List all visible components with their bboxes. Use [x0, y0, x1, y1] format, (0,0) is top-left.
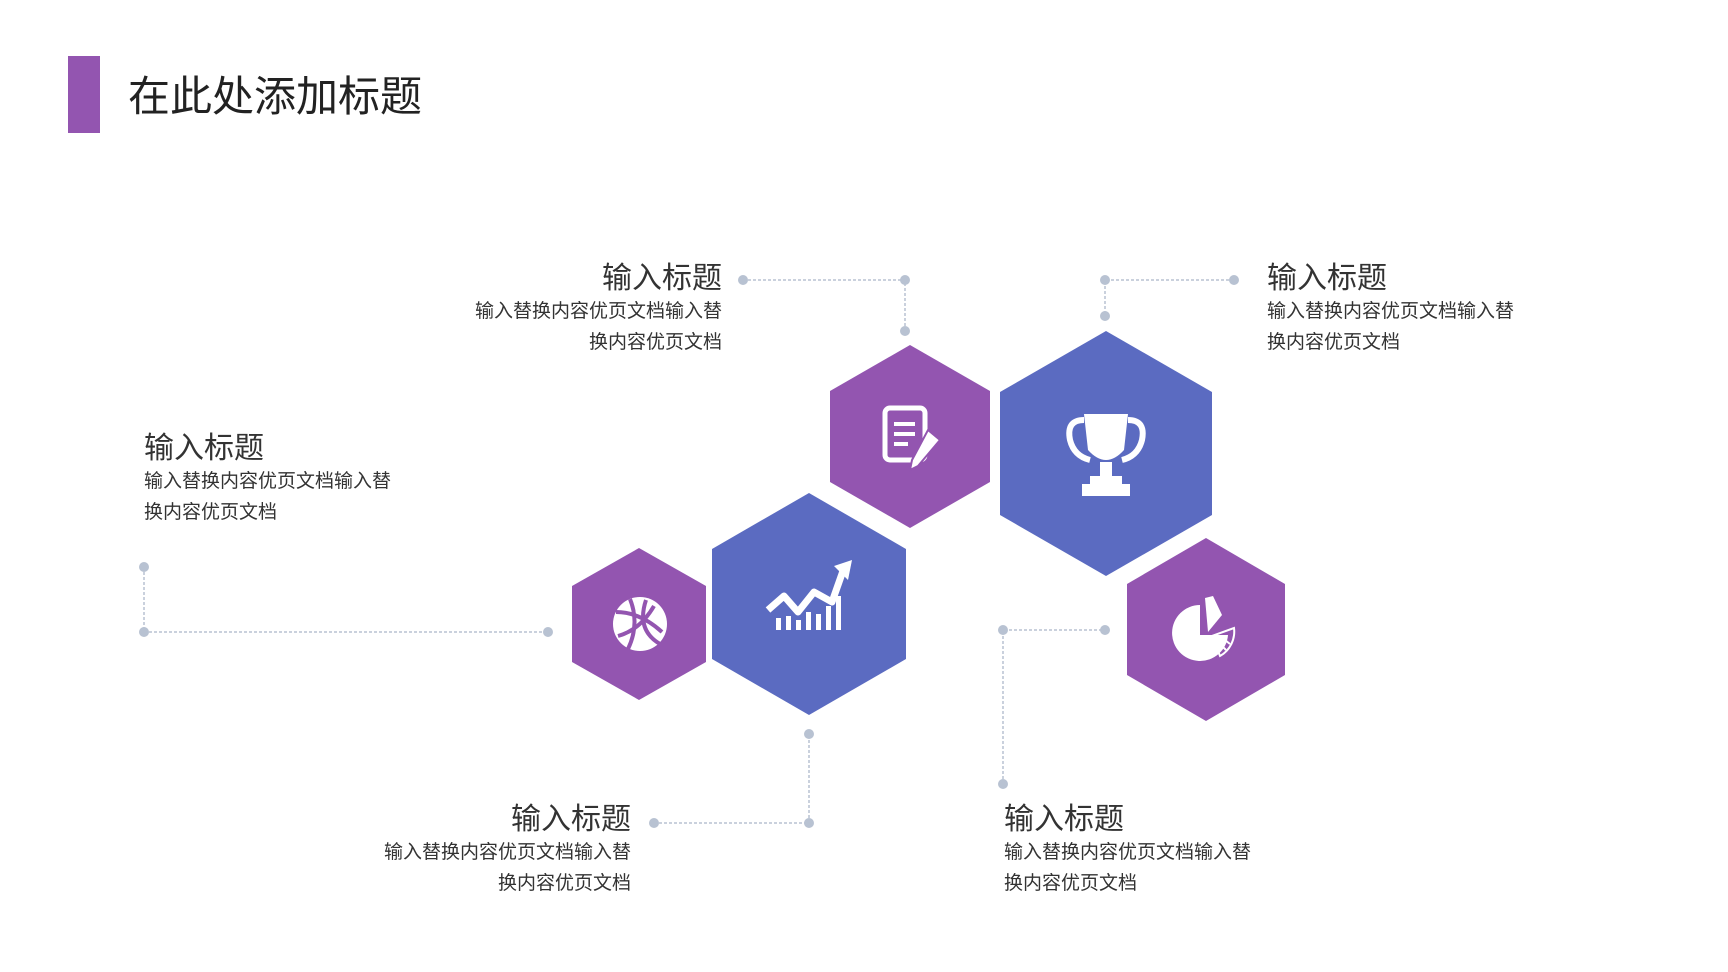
item-desc-line2: 换内容优页文档	[144, 501, 278, 523]
item-desc-line2: 换内容优页文档	[1004, 872, 1138, 894]
pie-chart-icon	[1172, 596, 1236, 661]
text-block-bottom-right: 输入标题 输入替换内容优页文档输入替 换内容优页文档	[1004, 803, 1251, 899]
item-title: 输入标题	[511, 802, 631, 837]
text-block-top-right: 输入标题 输入替换内容优页文档输入替 换内容优页文档	[1267, 262, 1514, 358]
text-block-top-left: 输入标题 输入替换内容优页文档输入替 换内容优页文档	[475, 262, 722, 358]
page-title: 在此处添加标题	[128, 72, 423, 121]
item-desc-line2: 换内容优页文档	[588, 331, 722, 353]
item-title: 输入标题	[144, 431, 264, 466]
item-desc-line1: 输入替换内容优页文档输入替	[144, 470, 392, 492]
item-title: 输入标题	[602, 261, 722, 296]
hexagon-growth	[712, 493, 906, 715]
connector-left	[143, 567, 548, 633]
connector-dots	[139, 275, 1239, 828]
text-block-left: 输入标题 输入替换内容优页文档输入替 换内容优页文档	[144, 432, 391, 528]
growth-chart-icon	[765, 560, 852, 630]
trophy-icon	[1066, 414, 1146, 496]
connector-top-left	[743, 279, 906, 331]
connector-bottom-left	[654, 734, 810, 824]
item-desc-line1: 输入替换内容优页文档输入替	[383, 841, 631, 863]
text-block-bottom-left: 输入标题 输入替换内容优页文档输入替 换内容优页文档	[384, 803, 631, 899]
item-title: 输入标题	[1004, 802, 1124, 837]
connector-bottom-right	[1002, 629, 1105, 784]
item-title: 输入标题	[1267, 261, 1387, 296]
basketball-icon	[613, 597, 667, 651]
document-pen-icon	[882, 405, 942, 472]
item-desc-line1: 输入替换内容优页文档输入替	[1004, 841, 1252, 863]
item-desc-line1: 输入替换内容优页文档输入替	[474, 300, 722, 322]
item-desc-line2: 换内容优页文档	[497, 872, 631, 894]
hexagon-pie	[1127, 538, 1285, 721]
item-desc-line1: 输入替换内容优页文档输入替	[1267, 300, 1515, 322]
hexagon-document	[830, 345, 990, 528]
connector-top-right	[1104, 279, 1234, 316]
item-desc-line2: 换内容优页文档	[1267, 331, 1401, 353]
title-accent-bar	[68, 56, 100, 133]
